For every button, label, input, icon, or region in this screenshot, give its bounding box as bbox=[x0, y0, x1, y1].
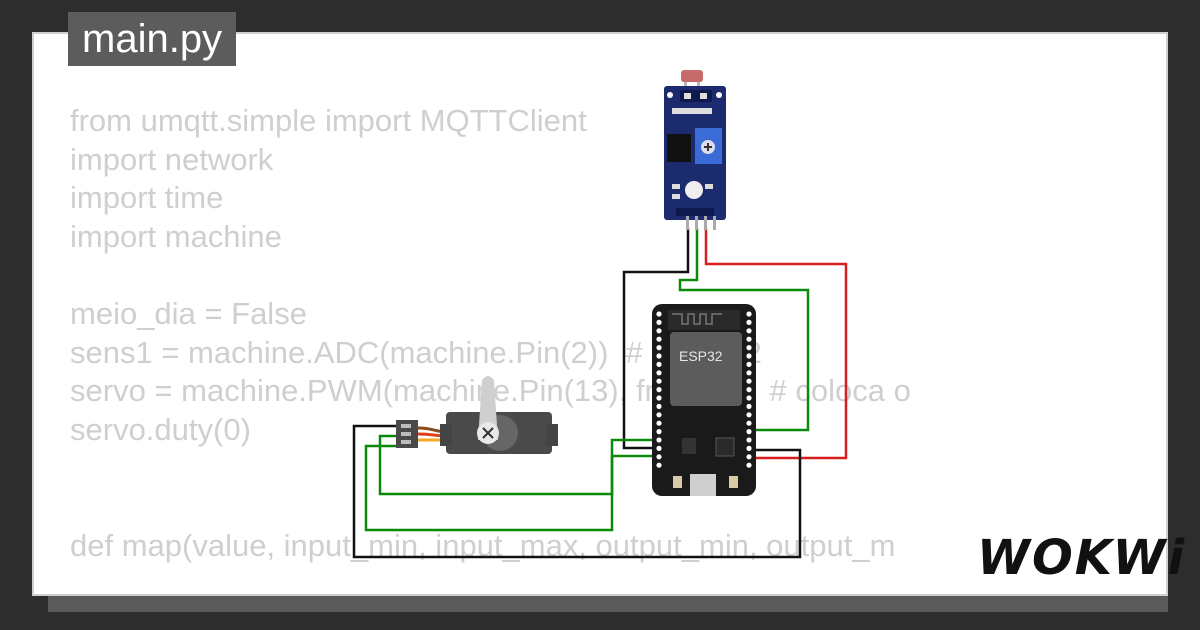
header-pin bbox=[746, 311, 752, 317]
header-pin bbox=[656, 361, 662, 367]
wire-green-ldr bbox=[678, 228, 810, 432]
header-pin bbox=[656, 311, 662, 317]
header-pin bbox=[746, 387, 752, 393]
boot-button[interactable] bbox=[673, 476, 682, 488]
wokwi-logo: WOKWi bbox=[977, 530, 1187, 586]
header-pin bbox=[656, 454, 662, 460]
header-pin bbox=[746, 412, 752, 418]
header-pin bbox=[746, 345, 752, 351]
header-pin bbox=[746, 378, 752, 384]
header-pin bbox=[746, 370, 752, 376]
wire-black-ldr bbox=[622, 228, 690, 450]
header-pin bbox=[656, 412, 662, 418]
header-pin bbox=[746, 328, 752, 334]
chip-label: ESP32 bbox=[679, 348, 723, 364]
ldr-sensor-module[interactable] bbox=[664, 70, 726, 230]
photoresistor-icon bbox=[681, 70, 703, 82]
header-pin bbox=[656, 420, 662, 426]
esp32-chip bbox=[670, 332, 742, 406]
header-pin bbox=[746, 353, 752, 359]
code-line: import network bbox=[70, 141, 274, 177]
code-line: from umqtt.simple import MQTTClient bbox=[70, 103, 587, 138]
header-pin bbox=[656, 370, 662, 376]
header-pin bbox=[656, 353, 662, 359]
header-pin bbox=[656, 378, 662, 384]
usb-port-icon bbox=[690, 474, 716, 496]
header-pin bbox=[656, 319, 662, 325]
header-pin bbox=[746, 395, 752, 401]
header-pin bbox=[656, 429, 662, 435]
wire-green-servo-2 bbox=[364, 444, 656, 532]
header-pin bbox=[656, 462, 662, 468]
header-pin bbox=[746, 361, 752, 367]
code-line: import machine bbox=[70, 218, 282, 254]
header-pin bbox=[746, 462, 752, 468]
header-pin bbox=[746, 429, 752, 435]
header-pin bbox=[656, 395, 662, 401]
wire-green-servo-1 bbox=[378, 434, 656, 496]
code-line: servo.duty(0) bbox=[70, 411, 251, 447]
header-pin bbox=[656, 403, 662, 409]
code-preview: from umqtt.simple import MQTTClient impo… bbox=[70, 102, 911, 565]
servo-motor[interactable] bbox=[396, 376, 558, 454]
pin-header-left bbox=[656, 311, 662, 468]
wires bbox=[352, 228, 848, 559]
header-pin bbox=[656, 437, 662, 443]
esp32-board[interactable]: ESP32 bbox=[652, 304, 756, 496]
header-pin bbox=[746, 454, 752, 460]
header-pin bbox=[746, 420, 752, 426]
header-pin bbox=[656, 336, 662, 342]
preview-card: from umqtt.simple import MQTTClient impo… bbox=[32, 32, 1168, 596]
code-line: import time bbox=[70, 180, 224, 216]
wire-red-ldr bbox=[704, 228, 848, 460]
header-pin bbox=[656, 445, 662, 451]
wire-black-servo bbox=[352, 424, 802, 559]
header-pin bbox=[656, 387, 662, 393]
header-pin bbox=[656, 328, 662, 334]
header-pin bbox=[746, 437, 752, 443]
pin-header-right bbox=[746, 311, 752, 468]
header-pin bbox=[746, 445, 752, 451]
header-pin bbox=[746, 319, 752, 325]
file-tab[interactable]: main.py bbox=[68, 12, 237, 66]
code-line: meio_dia = False bbox=[70, 295, 307, 331]
header-pin bbox=[746, 336, 752, 342]
led-icon bbox=[685, 181, 703, 199]
header-pin bbox=[656, 345, 662, 351]
en-button[interactable] bbox=[729, 476, 738, 488]
header-pin bbox=[746, 403, 752, 409]
